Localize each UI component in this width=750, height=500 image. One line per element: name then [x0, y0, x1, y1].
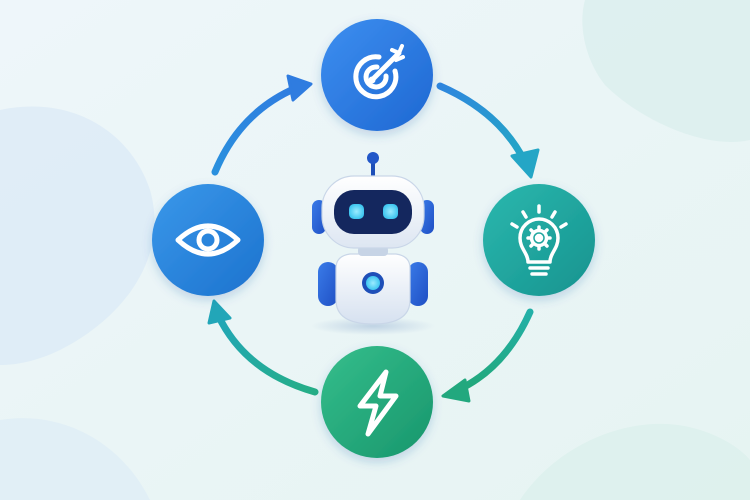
- node-goal: [321, 19, 433, 131]
- background-blob-top-right: [582, 0, 750, 142]
- lightning-bolt-icon: [357, 369, 399, 437]
- background-blob-left: [0, 106, 155, 365]
- node-observe: [152, 184, 264, 296]
- cycle-arrow-goal-to-think: [436, 82, 540, 179]
- cycle-arrow-think-to-act: [441, 308, 534, 403]
- robot-chest-light: [366, 276, 380, 290]
- lightbulb-gear-icon: [510, 204, 568, 276]
- target-arrow-icon: [353, 44, 405, 100]
- node-observe-circle: [152, 184, 264, 296]
- robot-left-eye: [349, 204, 364, 219]
- cycle-arrow-observe-to-goal: [211, 74, 313, 176]
- robot-antenna-tip: [367, 152, 379, 164]
- robot-right-eye: [383, 204, 398, 219]
- robot-icon: [311, 152, 435, 335]
- node-think: [483, 184, 595, 296]
- node-act-circle: [321, 346, 433, 458]
- robot-left-arm: [318, 262, 338, 306]
- cycle-arrow-act-to-observe: [207, 299, 319, 396]
- background-blob-bottom-left: [0, 418, 150, 500]
- background-blob-bottom-right: [520, 423, 750, 500]
- robot-right-arm: [408, 262, 428, 306]
- node-act: [321, 346, 433, 458]
- robot-visor: [334, 190, 412, 234]
- robot-shadow: [311, 317, 435, 335]
- eye-icon: [175, 223, 241, 257]
